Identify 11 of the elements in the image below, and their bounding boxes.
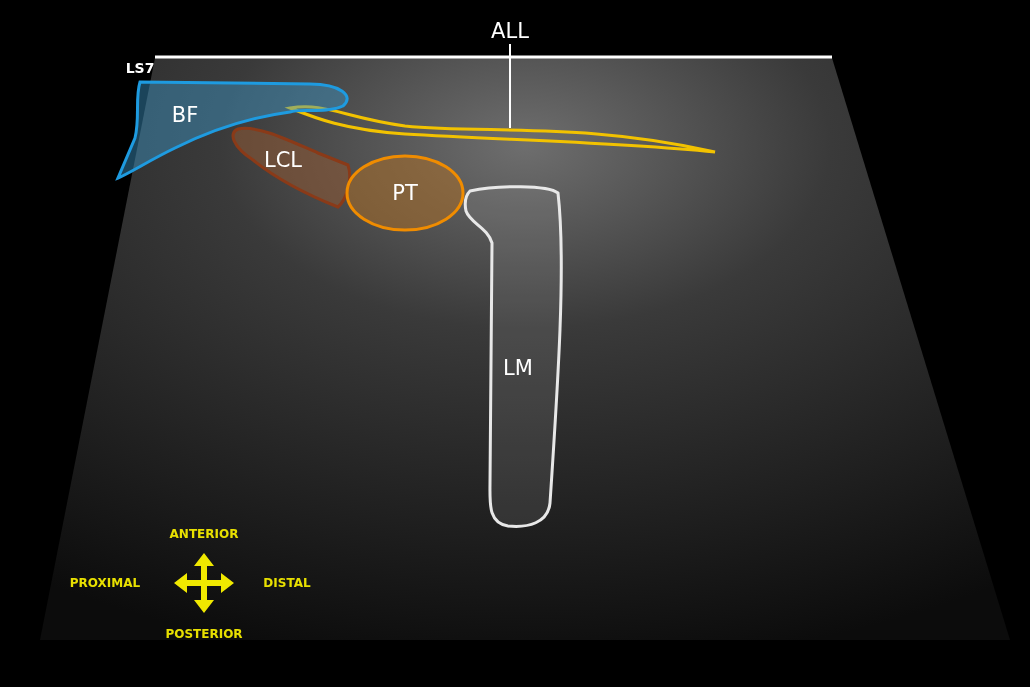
structure-label: LM (503, 356, 533, 380)
direction-label: ANTERIOR (169, 527, 239, 541)
structure-label: LCL (263, 148, 303, 172)
direction-label: POSTERIOR (165, 627, 243, 641)
structure-label: PT (392, 181, 418, 205)
callout-label: LS7 (125, 60, 155, 76)
direction-label: PROXIMAL (69, 576, 141, 590)
direction-label: DISTAL (263, 576, 311, 590)
structure-label: ALL (491, 19, 529, 43)
leader-line (509, 43, 511, 129)
structure-label: BF (171, 103, 199, 127)
